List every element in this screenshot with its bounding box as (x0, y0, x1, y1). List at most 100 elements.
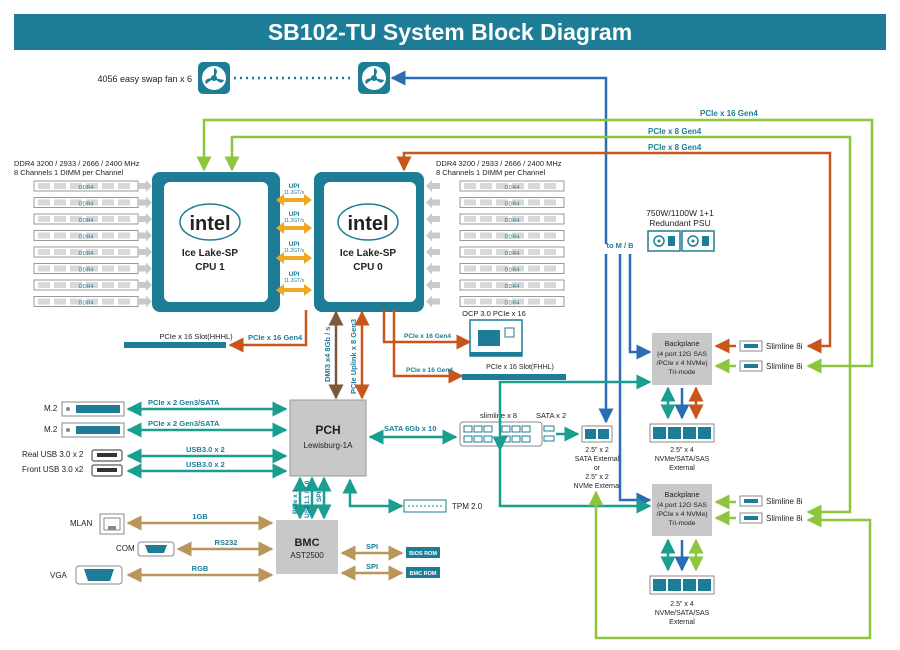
top-link-2-label: PCIe x 8 Gen4 (648, 127, 702, 136)
fan-icon (198, 62, 230, 94)
ocp-card (469, 319, 523, 357)
cpu0-chip: intel Ice Lake-SP CPU 0 (314, 172, 424, 312)
mem-right-line2: 8 Channels 1 DIMM per Channel (436, 168, 546, 177)
com-label: COM (116, 544, 135, 553)
pch-chip: PCH Lewisburg-1A (289, 399, 367, 477)
svg-text:DDR4: DDR4 (505, 185, 520, 191)
fhhl-label: PCIe x 16 Slot(FHHL) (486, 364, 554, 371)
pcie-slot-fhhl (462, 374, 566, 380)
dimm-module: DDR4 (33, 262, 152, 275)
spi1-label: SPI (366, 542, 378, 551)
dimm-module: DDR4 (426, 279, 565, 291)
dimm-module: DDR4 (33, 213, 152, 225)
svg-text:/PCIe x 4 NVMe): /PCIe x 4 NVMe) (657, 360, 708, 367)
usb-port-tongue (97, 468, 117, 472)
dimm-module: DDR4 (33, 180, 152, 192)
pcie-slot-hhhl (124, 342, 226, 348)
slimline-x8-label: slimline x 8 (480, 411, 517, 420)
svg-text:DDR4: DDR4 (505, 202, 520, 208)
spi2-label: SPI (366, 562, 378, 571)
mem-left-line1: DDR4 3200 / 2933 / 2666 / 2400 MHz (14, 159, 140, 168)
m2-label-1: M.2 (44, 404, 58, 413)
ext-line3: or (594, 465, 601, 472)
svg-text:DDR4: DDR4 (79, 185, 94, 191)
bios-rom-chip (406, 547, 440, 558)
slimline-8i-c-label: Slimline 8i (766, 497, 803, 506)
fan-label: 4056 easy swap fan x 6 (97, 74, 192, 84)
m2-drive-2 (61, 422, 125, 438)
m2-drive-1 (61, 401, 125, 417)
dimm-module: DDR4 (426, 246, 565, 258)
to-mb-label: to M / B (606, 241, 634, 250)
tpm-link (342, 478, 404, 514)
drives2-line2: NVMe/SATA/SAS (655, 610, 710, 617)
pcie-x8-cpu0-link (396, 151, 832, 354)
dimm-module: DDR4 (426, 295, 565, 308)
to-mb-line-bp1 (628, 254, 652, 360)
bp2-green-loop (588, 490, 872, 640)
hhhl-link-label: PCIe x 16 Gen4 (248, 333, 303, 342)
drives1-line2: NVMe/SATA/SAS (655, 456, 710, 463)
svg-text:DDR4: DDR4 (505, 268, 520, 274)
hhhl-label: PCIe x 16 Slot(HHHL) (159, 332, 233, 341)
serial-port-icon (137, 541, 175, 557)
usb-link-2-label: USB3.0 x 2 (186, 460, 225, 469)
ext-line4: 2.5" x 2 (585, 474, 609, 481)
slimline-8i-d (739, 512, 763, 524)
cpu1-name: CPU 1 (195, 262, 225, 273)
slimline-8i-c (739, 495, 763, 507)
upi-link-3: UPI 11.2GT/s (276, 241, 312, 264)
slimline-8i-b (739, 360, 763, 372)
dimm-module: DDR4 (426, 229, 565, 242)
psu-icon (647, 230, 715, 252)
slimline-bp1-link (492, 374, 652, 452)
svg-text:11.2GT/s: 11.2GT/s (284, 278, 305, 284)
cpu1-brand: intel (189, 213, 230, 235)
mlan-label: MLAN (70, 519, 92, 528)
vga-port-icon (75, 565, 123, 585)
svg-text:11.2GT/s: 11.2GT/s (284, 218, 305, 224)
psu-line1: 750W/1100W 1+1 (646, 208, 714, 218)
svg-text:Tri-mode: Tri-mode (669, 369, 696, 376)
ext-line2: SATA External (575, 456, 620, 463)
cpu0-brand: intel (347, 213, 388, 235)
svg-text:BMC: BMC (294, 537, 319, 549)
svg-text:DDR4: DDR4 (505, 218, 520, 224)
ext-line5: NVMe External (573, 483, 621, 490)
svg-text:Backplane: Backplane (664, 490, 699, 499)
dimm-module: DDR4 (33, 295, 152, 308)
svg-text:DDR4: DDR4 (79, 268, 94, 274)
dimm-module: DDR4 (426, 262, 565, 275)
drive-bay-2 (649, 575, 715, 595)
cpu0-name: CPU 0 (353, 262, 383, 273)
dimm-module: DDR4 (426, 180, 565, 192)
drives1-line1: 2.5" x 4 (670, 447, 694, 454)
upi-link-1: UPI 11.2GT/s (276, 183, 312, 206)
usb-front-label: Front USB 3.0 x2 (22, 465, 84, 474)
m2-link-1-label: PCIe x 2 Gen3/SATA (148, 398, 220, 407)
tpm-connector (403, 499, 447, 513)
usb-rear-label: Real USB 3.0 x 2 (22, 450, 84, 459)
dimm-module: DDR4 (33, 229, 152, 242)
dmi-label: DMI3 x4 8Gb / s (323, 327, 332, 382)
svg-text:(4 port 12G SAS: (4 port 12G SAS (657, 502, 707, 509)
svg-text:DDR4: DDR4 (79, 218, 94, 224)
svg-text:Backplane: Backplane (664, 339, 699, 348)
pcie-x16-top-link (196, 118, 874, 374)
svg-text:DDR4: DDR4 (79, 284, 94, 290)
slimline-8i-a-label: Slimline 8i (766, 342, 803, 351)
fan-icon (358, 62, 390, 94)
ocp-link-label: PCIe x 16 Gen4 (404, 333, 451, 340)
diagram-title: SB102-TU System Block Diagram (14, 14, 886, 50)
svg-text:DDR4: DDR4 (505, 284, 520, 290)
sata-port (543, 425, 555, 432)
to-mb-line-bp2 (618, 254, 652, 508)
mem-left-line2: 8 Channels 1 DIMM per Channel (14, 168, 124, 177)
sata-x2-label: SATA x 2 (536, 411, 566, 420)
svg-text:DDR4: DDR4 (79, 202, 94, 208)
slimline-8i-a (739, 340, 763, 352)
m2-label-2: M.2 (44, 425, 58, 434)
svg-text:UPI: UPI (289, 241, 300, 248)
